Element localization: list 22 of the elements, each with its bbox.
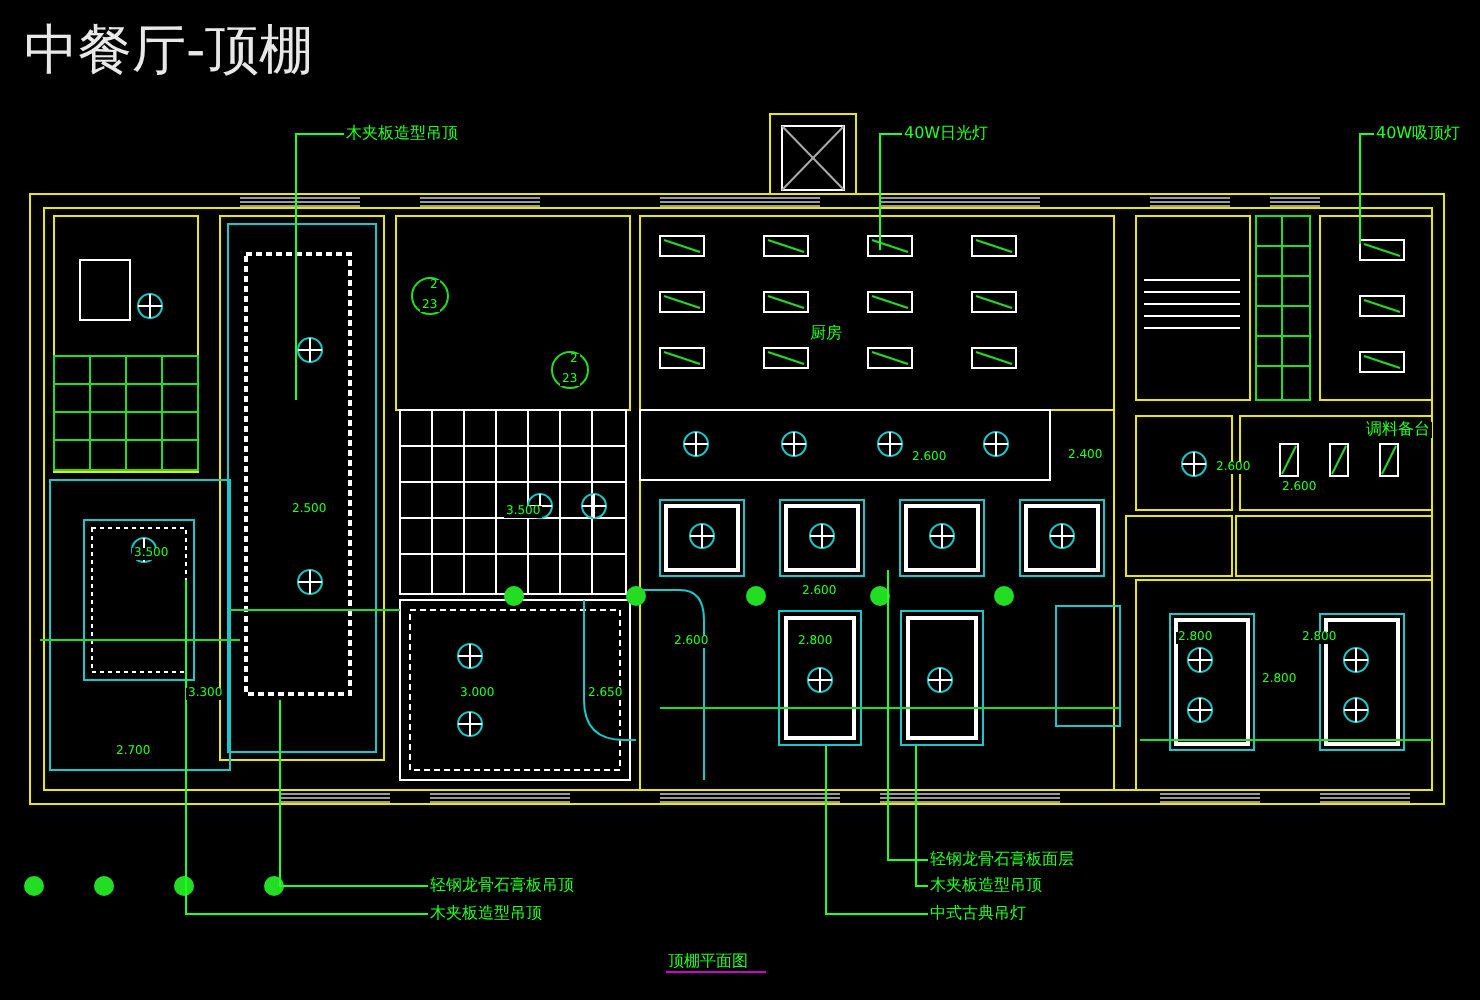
room-label: 调料备台 (1364, 422, 1432, 438)
ceiling-panel (900, 610, 984, 746)
callout-text: 轻钢龙骨石膏板吊顶 (430, 878, 574, 894)
leader-line (1359, 133, 1375, 245)
callout-text: 40W吸顶灯 (1376, 126, 1461, 142)
callout-text: 中式古典吊灯 (930, 906, 1026, 922)
callout-text: 40W日光灯 (904, 126, 989, 142)
leader-line (185, 579, 429, 915)
leader-line (915, 745, 929, 887)
title: 中餐厅-顶棚 (24, 24, 314, 78)
leader-line (295, 133, 345, 401)
callout-text: 木夹板造型吊顶 (346, 126, 458, 142)
leader-line (279, 699, 429, 887)
callout-text: 木夹板造型吊顶 (430, 906, 542, 922)
caption: 顶棚平面图 (668, 954, 748, 970)
leader-line (879, 133, 903, 251)
leader-line (825, 745, 929, 915)
ceiling-panel (778, 610, 862, 746)
callout-text: 轻钢龙骨石膏板面层 (930, 852, 1074, 868)
callout-text: 木夹板造型吊顶 (930, 878, 1042, 894)
room-label: 厨房 (808, 326, 844, 342)
leader-line (887, 569, 929, 861)
